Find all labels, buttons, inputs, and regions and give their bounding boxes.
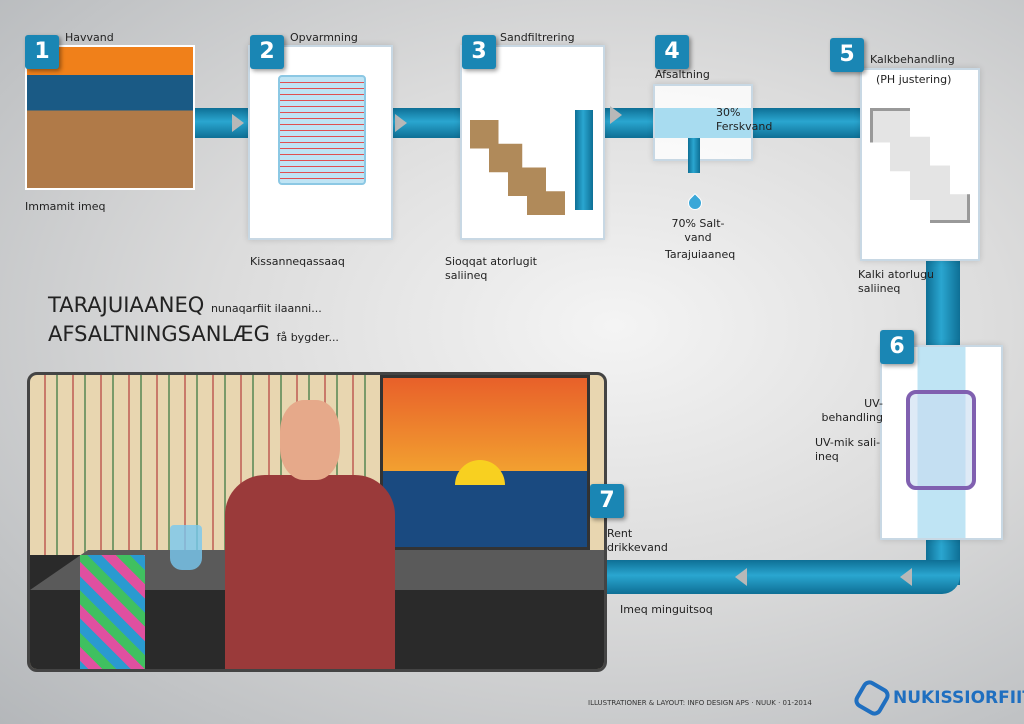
title-line-2: AFSALTNINGSANLÆG få bygder... xyxy=(48,322,339,346)
membrane-section xyxy=(655,108,751,138)
step-badge-4: 4 xyxy=(655,35,689,69)
sea-landscape-image xyxy=(25,45,195,190)
step-sublabel: (PH justering) xyxy=(876,73,952,86)
step-label: Kalkbehandling xyxy=(870,53,955,66)
step-caption: Kalki atorlugu saliineq xyxy=(858,268,935,295)
title-sub: nunaqarfiit ilaanni... xyxy=(210,302,322,315)
title-line-1: TARAJUIAANEQ nunaqarfiit ilaanni... xyxy=(48,293,322,317)
footer-credit: ILLUSTRATIONER & LAYOUT: INFO DESIGN APS… xyxy=(588,699,812,707)
flow-arrow xyxy=(232,114,244,132)
kitchen-illustration xyxy=(27,372,607,672)
filter-outlet-pipe xyxy=(575,110,593,210)
step-label: UV-behandling xyxy=(821,397,883,424)
step-badge-1: 1 xyxy=(25,35,59,69)
step-label: Opvarmning xyxy=(290,31,358,44)
water-jug xyxy=(170,525,202,570)
salt-drop-icon xyxy=(685,193,705,213)
title-sub: få bygder... xyxy=(276,331,339,344)
step-label: Sandfiltrering xyxy=(500,31,575,44)
title-main: AFSALTNINGSANLÆG xyxy=(48,322,270,346)
step-caption: Imeq minguitsoq xyxy=(620,603,713,616)
step-badge-6: 6 xyxy=(880,330,914,364)
step-caption: Immamit imeq xyxy=(25,200,106,213)
step-badge-2: 2 xyxy=(250,35,284,69)
uv-lamp-icon xyxy=(906,390,976,490)
flow-arrow xyxy=(610,106,622,124)
woman-figure xyxy=(225,475,395,669)
child-figure xyxy=(80,555,145,669)
title-main: TARAJUIAANEQ xyxy=(48,293,205,317)
step-badge-5: 5 xyxy=(830,38,864,72)
woman-head xyxy=(280,400,340,480)
step-caption: UV-mik sali-ineq xyxy=(815,436,881,463)
step-caption: Kissanneqassaaq xyxy=(250,255,345,268)
flow-arrow xyxy=(900,568,912,586)
step-badge-7: 7 xyxy=(590,484,624,518)
salt-water-label: 70% Salt-vand xyxy=(671,217,725,244)
step-badge-3: 3 xyxy=(462,35,496,69)
flow-arrow xyxy=(395,114,407,132)
step-label: Afsaltning xyxy=(655,68,710,81)
fresh-water-label: 30% Ferskvand xyxy=(716,106,773,133)
logo-icon xyxy=(851,677,893,719)
step-label: Rent drikkevand xyxy=(607,527,668,554)
heater-coil-icon xyxy=(278,75,366,185)
step-label: Havvand xyxy=(65,31,114,44)
step-caption: Sioqqat atorlugit saliineq xyxy=(445,255,537,282)
logo-text: NUKISSIORFIIT xyxy=(893,688,1024,708)
step-caption: Tarajuiaaneq xyxy=(665,248,736,261)
uv-panel xyxy=(880,345,1003,540)
salt-outlet-pipe xyxy=(688,138,700,173)
flow-arrow xyxy=(735,568,747,586)
